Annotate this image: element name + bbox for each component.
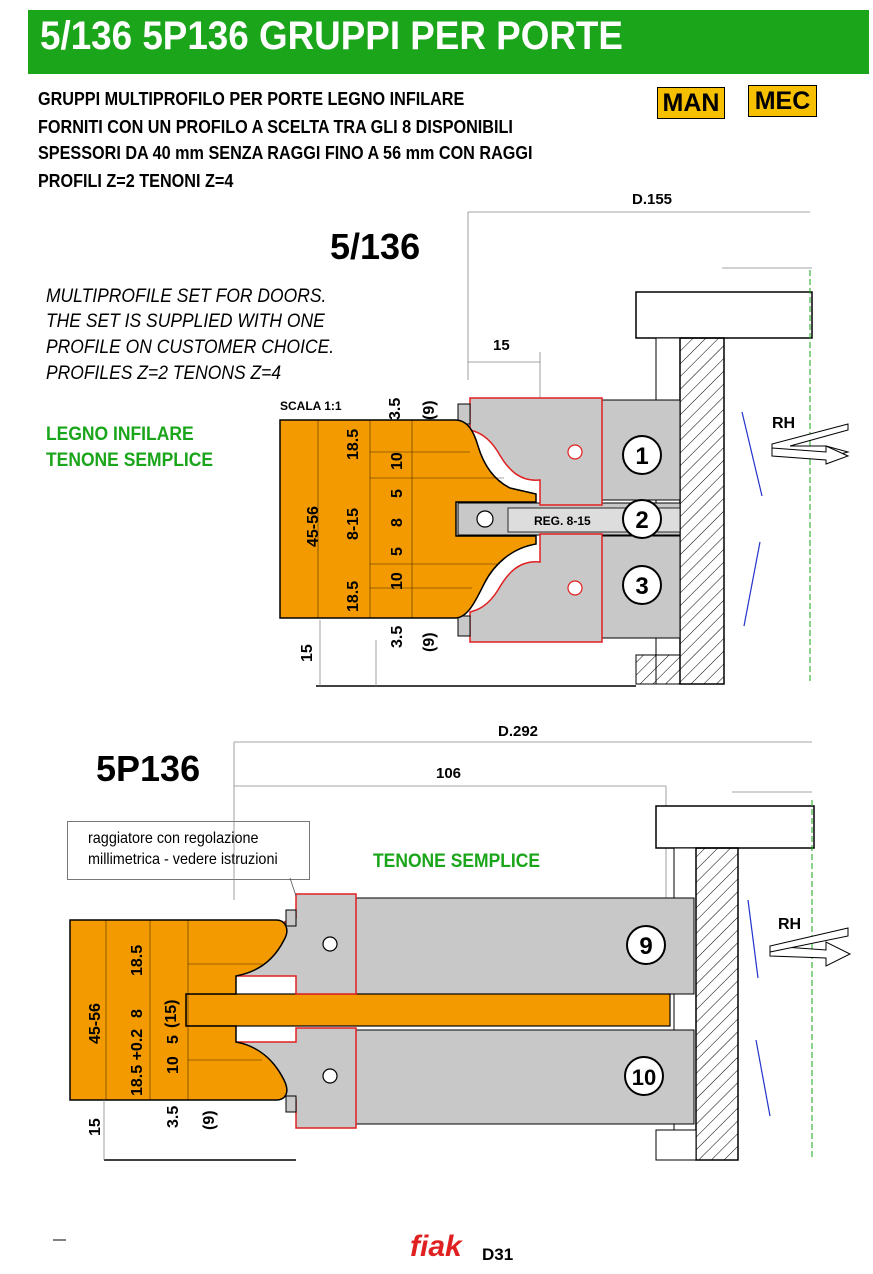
fiak-logo: fiak (410, 1230, 463, 1263)
number-10: 10 (632, 1065, 656, 1090)
dim1-b3: 8 (389, 518, 406, 527)
dim1-c4: (9) (421, 632, 438, 652)
rh-label-1: RH (772, 415, 795, 432)
english-line-2: THE SET IS SUPPLIED WITH ONE (46, 311, 325, 332)
description-line-2: FORNITI CON UN PROFILO A SCELTA TRA GLI … (38, 117, 513, 137)
diameter-155: D.155 (632, 191, 672, 208)
dim2-b1: 8 (129, 1009, 146, 1018)
description-line-4: PROFILI Z=2 TENONI Z=4 (38, 171, 234, 191)
dim1-c2: (9) (421, 400, 438, 420)
dim2-c1: 3.5 (165, 1106, 182, 1128)
dim2-left-15: 15 (87, 1118, 104, 1136)
number-2: 2 (635, 507, 648, 534)
thickness-1: 45-56 (305, 506, 322, 547)
mec-badge: MEC (748, 85, 817, 117)
dim1-b2: 5 (389, 489, 406, 498)
dim1-c1: 3.5 (387, 398, 404, 420)
man-badge: MAN (657, 87, 725, 119)
instruction-note: raggiatore con regolazione millimetrica … (67, 821, 310, 880)
dim1-a1: 18.5 (345, 429, 362, 460)
dim1-b4: 5 (389, 547, 406, 556)
dim1-a3: 18.5 (345, 581, 362, 612)
description-line-1: GRUPPI MULTIPROFILO PER PORTE LEGNO INFI… (38, 89, 465, 109)
section1-title: 5/136 (330, 226, 421, 267)
dim2-b15: (15) (163, 1000, 180, 1028)
dim2-b2: 5 (165, 1035, 182, 1044)
dim-106: 106 (436, 765, 461, 782)
english-line-3: PROFILE ON CUSTOMER CHOICE. (46, 337, 335, 358)
dim1-a2: 8-15 (345, 508, 362, 540)
number-1: 1 (635, 443, 648, 470)
dim1-left-15: 15 (299, 644, 316, 662)
note-line-2: millimetrica - vedere istruzioni (88, 851, 278, 868)
green-label-2: TENONE SEMPLICE (46, 450, 214, 471)
dim2-a2: 18.5 +0.2 (129, 1029, 146, 1096)
english-line-4: PROFILES Z=2 TENONS Z=4 (46, 363, 282, 384)
dim1-c3: 3.5 (389, 626, 406, 648)
dim2-c2: (9) (201, 1110, 218, 1130)
diameter-292: D.292 (498, 723, 538, 740)
note-line-1: raggiatore con regolazione (88, 830, 259, 847)
dim1-b5: 10 (389, 572, 406, 590)
dim-top-15: 15 (493, 337, 510, 354)
dim2-b3: 10 (165, 1056, 182, 1074)
section2-title: 5P136 (96, 748, 201, 789)
title-banner (28, 10, 869, 74)
dim1-b1: 10 (389, 452, 406, 470)
green-label-1: LEGNO INFILARE (46, 424, 194, 445)
number-9: 9 (639, 933, 652, 960)
reg-label: REG. 8-15 (534, 514, 591, 528)
dim2-a1: 18.5 (129, 945, 146, 976)
page-number: D31 (482, 1245, 513, 1264)
english-line-1: MULTIPROFILE SET FOR DOORS. (46, 286, 327, 307)
green-label-tenon: TENONE SEMPLICE (373, 851, 541, 872)
page-title: 5/136 5P136 GRUPPI PER PORTE (40, 14, 623, 58)
rh-arrow-icon-1 (771, 445, 850, 465)
description-line-3: SPESSORI DA 40 mm SENZA RAGGI FINO A 56 … (38, 143, 533, 163)
rh-label-2: RH (778, 916, 801, 933)
number-3: 3 (635, 573, 648, 600)
thickness-2: 45-56 (87, 1003, 104, 1044)
scale-label: SCALA 1:1 (280, 399, 342, 413)
